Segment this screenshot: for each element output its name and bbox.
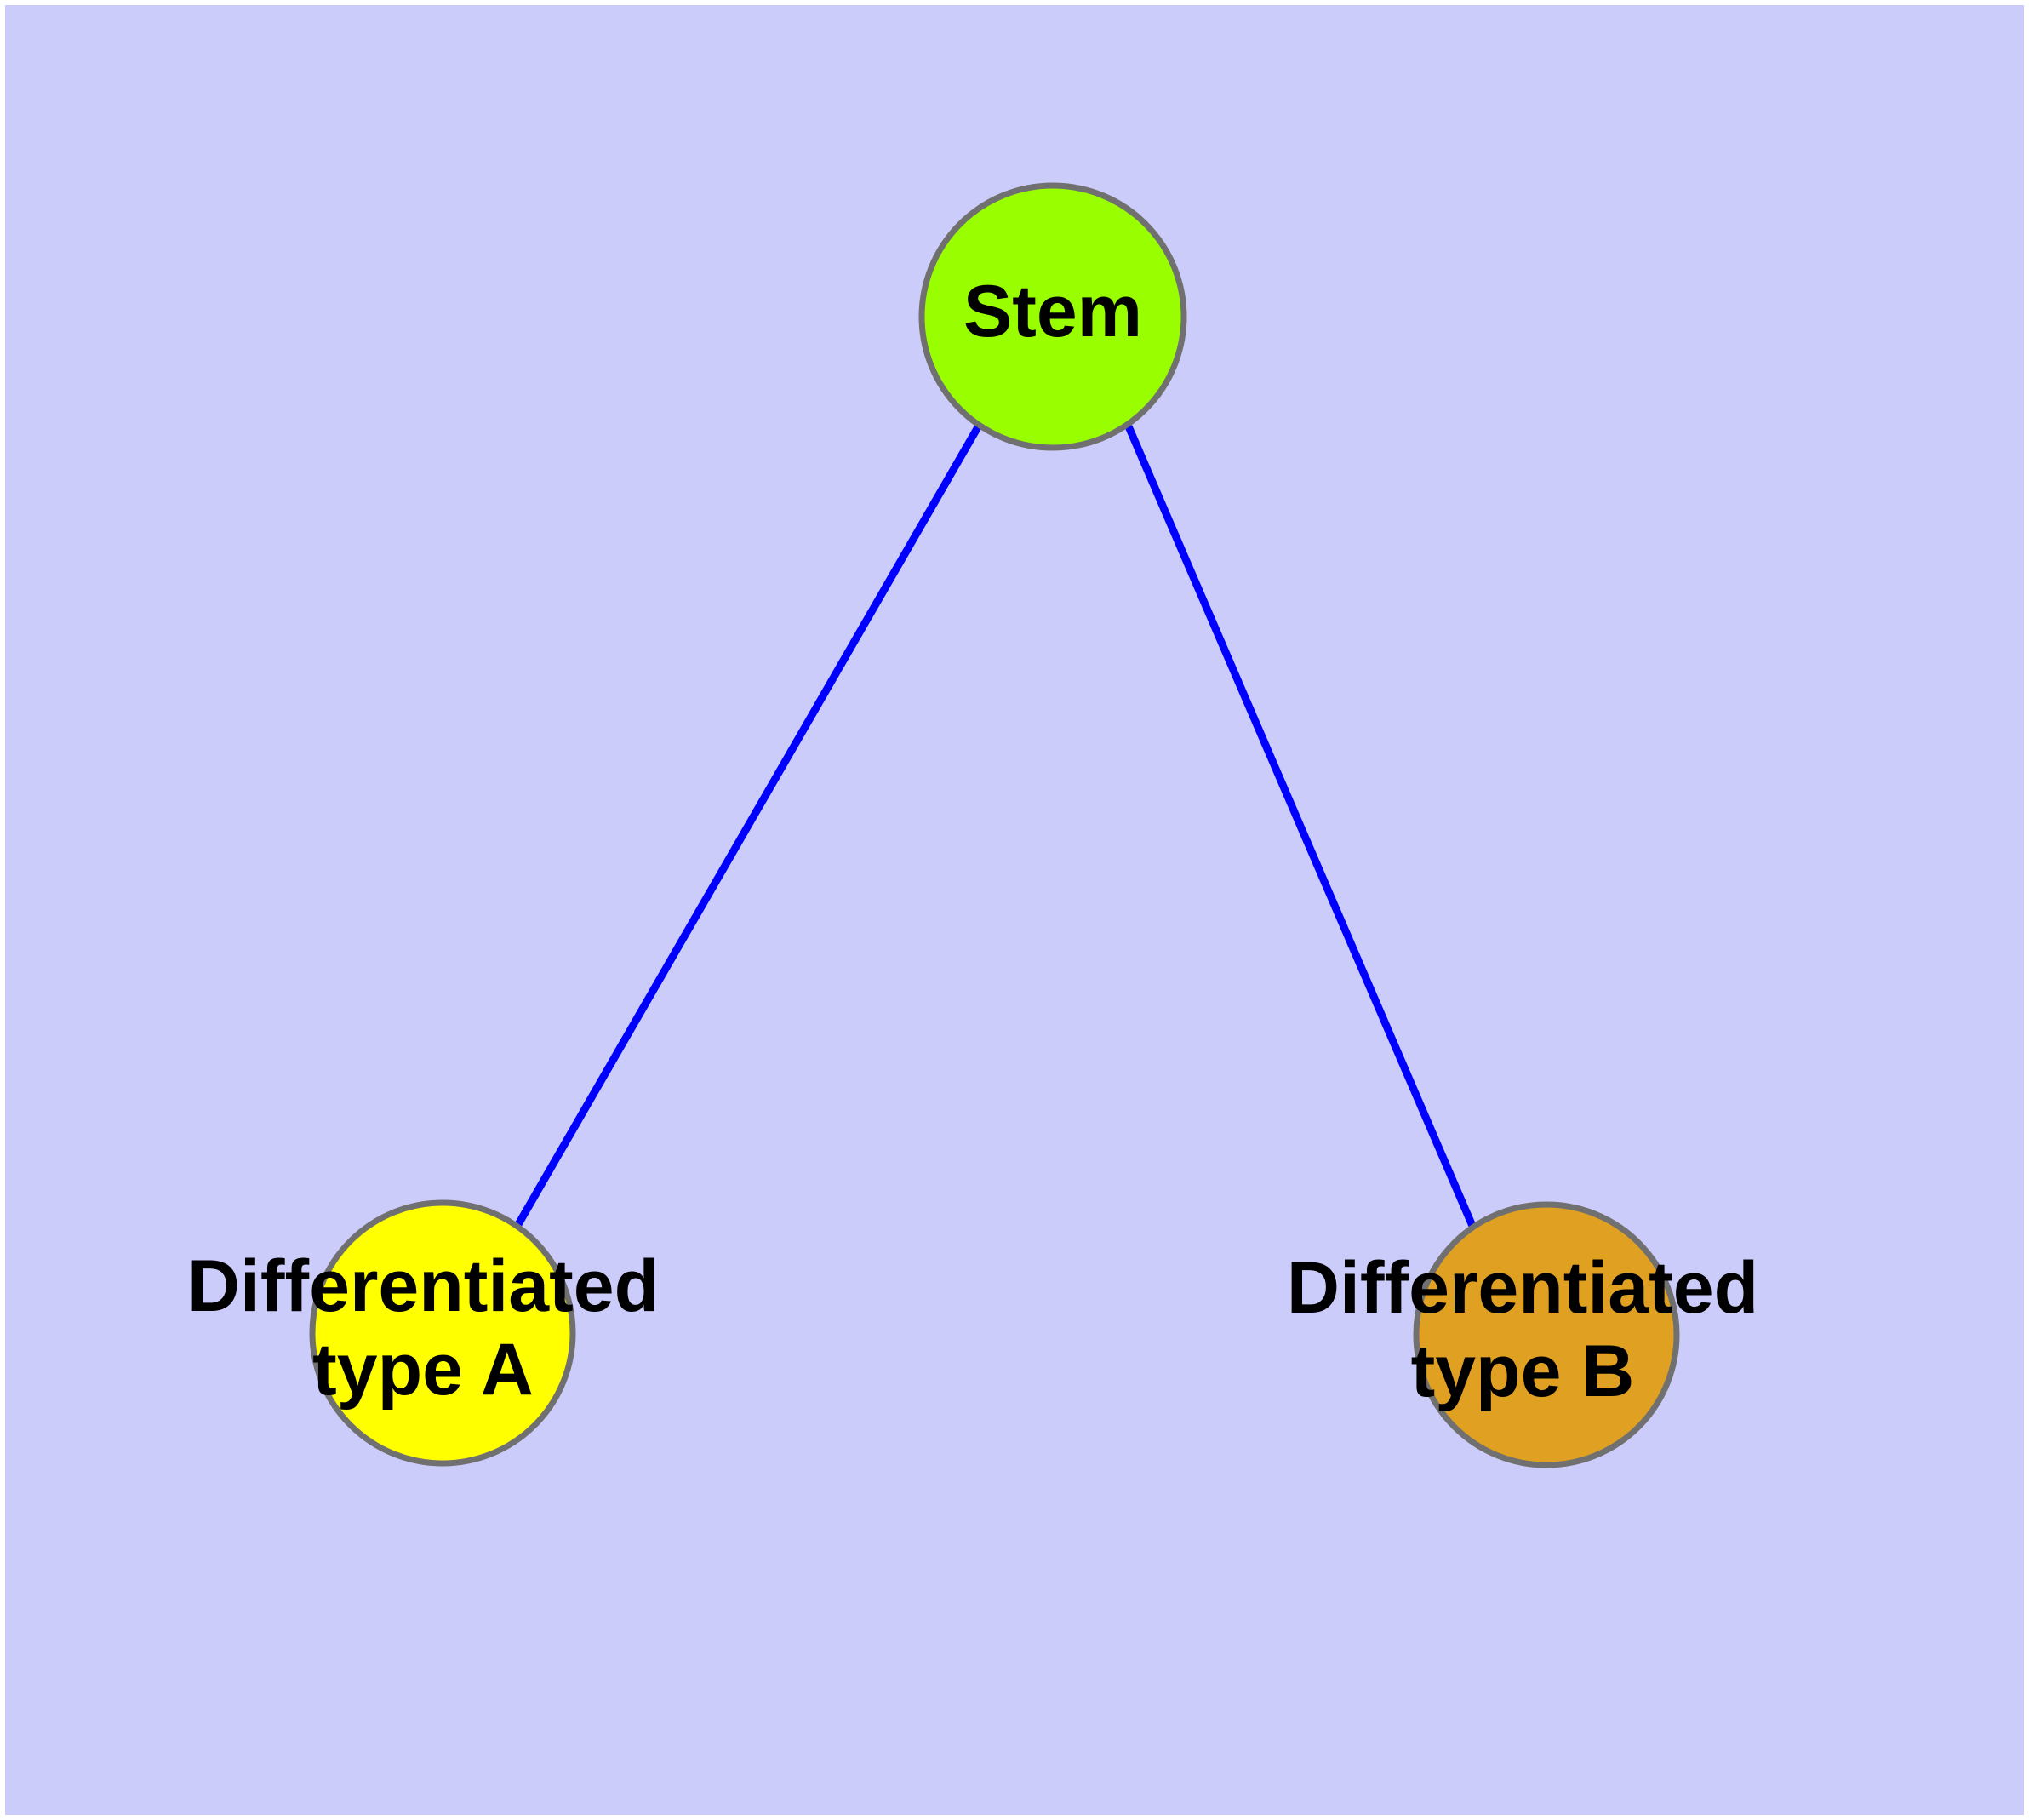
edge-stem-to-differentiated-type-b[interactable] [1124,425,1477,1228]
edges-group [514,423,1477,1228]
nodes-group [309,182,1680,1468]
node-differentiated-type-a-circle[interactable] [309,1199,576,1467]
node-differentiated-type-b-circle[interactable] [1413,1201,1680,1468]
node-stem-label: Stem [963,271,1142,352]
edge-stem-to-differentiated-type-a[interactable] [514,423,982,1228]
node-stem-circle[interactable] [918,182,1187,451]
